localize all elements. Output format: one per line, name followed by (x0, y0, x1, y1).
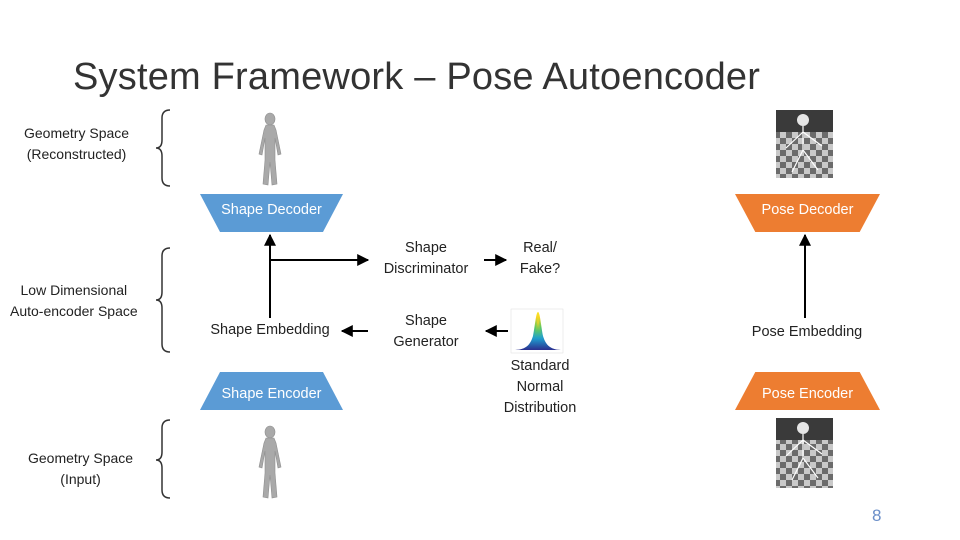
label-line: Distribution (503, 400, 577, 416)
shape-encoder-label: Shape Encoder (221, 386, 322, 402)
bracket-low-dimensional (155, 247, 171, 353)
geometry-space-reconstructed-label: Geometry Space (Reconstructed) (24, 123, 129, 165)
bracket-input (155, 419, 171, 499)
pose-decoder-label: Pose Decoder (761, 202, 854, 218)
pose-embedding-label: Pose Embedding (751, 324, 863, 340)
bracket-reconstructed (155, 109, 171, 187)
shape-decoder-block: Shape Decoder (200, 194, 343, 232)
shape-embedding-label: Shape Embedding (210, 322, 330, 338)
pose-skeleton-input-image (776, 418, 833, 488)
pose-encoder-label: Pose Encoder (761, 386, 854, 402)
standard-normal-distribution-label: Standard Normal Distribution (490, 356, 590, 419)
shape-encoder-block: Shape Encoder (200, 372, 343, 410)
label-line: Fake? (519, 261, 561, 277)
label-line: Auto-encoder Space (10, 303, 138, 319)
pose-decoder-block: Pose Decoder (735, 194, 880, 232)
human-shape-reconstructed-image (258, 112, 282, 186)
label-line: Low Dimensional (20, 282, 128, 298)
label-line: Discriminator (383, 261, 469, 277)
shape-discriminator-label: Shape Discriminator (370, 238, 482, 280)
label-line: Shape (405, 313, 447, 329)
label-line: Standard (510, 358, 570, 374)
label-line: Real/ (523, 240, 557, 256)
label-line: Geometry Space (28, 450, 134, 466)
human-shape-input-image (258, 425, 282, 499)
pose-encoder-block: Pose Encoder (735, 372, 880, 410)
label-line: (Reconstructed) (26, 146, 127, 162)
label-line: Shape (405, 240, 447, 256)
pose-skeleton-reconstructed-image (776, 110, 833, 178)
real-fake-label: Real/ Fake? (505, 238, 575, 280)
geometry-space-input-label: Geometry Space (Input) (28, 448, 133, 490)
label-line: (Input) (60, 471, 101, 487)
gaussian-distribution-image (510, 308, 564, 354)
label-line: Normal (516, 379, 564, 395)
shape-generator-label: Shape Generator (370, 311, 482, 353)
slide-title: System Framework – Pose Autoencoder (73, 56, 761, 98)
low-dimensional-space-label: Low Dimensional Auto-encoder Space (10, 280, 138, 322)
label-line: Generator (393, 334, 459, 350)
shape-decoder-label: Shape Decoder (221, 202, 322, 218)
label-line: Geometry Space (24, 125, 130, 141)
page-number: 8 (872, 506, 882, 525)
